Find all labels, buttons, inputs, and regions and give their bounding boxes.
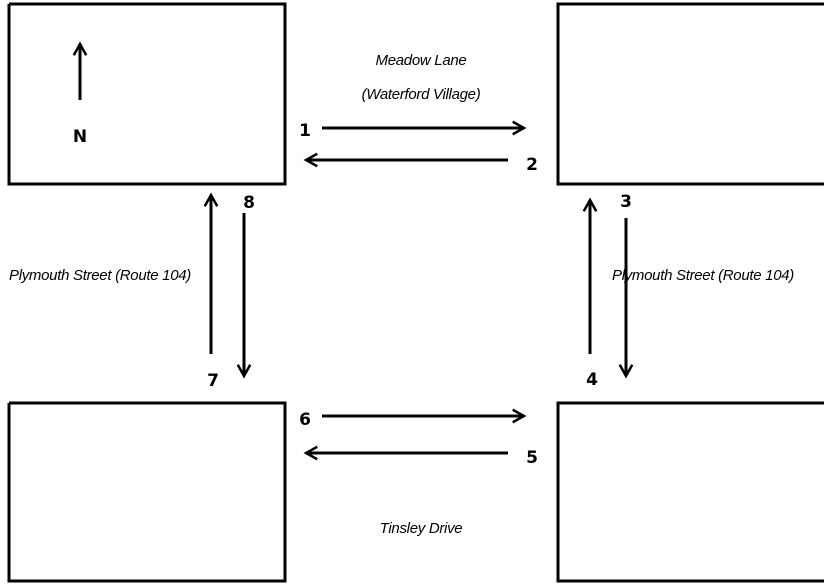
street-label-north-sub: (Waterford Village) — [362, 86, 481, 103]
street-label-west: Plymouth Street (Route 104) — [9, 267, 191, 284]
street-label-north: Meadow Lane — [376, 52, 467, 69]
block-northwest — [7, 2, 287, 186]
movement-2-label: 2 — [526, 155, 538, 175]
movement-7-label: 7 — [207, 371, 219, 391]
movement-arrows — [211, 128, 626, 453]
movement-3-label: 3 — [620, 192, 632, 212]
north-label: N — [73, 127, 87, 147]
movement-labels: 1 2 3 4 5 6 7 8 — [207, 121, 632, 468]
movement-4-label: 4 — [586, 370, 598, 390]
movement-1-label: 1 — [299, 121, 311, 141]
block-southwest — [7, 401, 287, 583]
movement-8-label: 8 — [243, 193, 255, 213]
movement-6-label: 6 — [299, 410, 311, 430]
city-blocks — [7, 2, 824, 583]
block-northeast — [556, 2, 824, 186]
street-label-east: Plymouth Street (Route 104) — [612, 267, 794, 284]
street-label-south: Tinsley Drive — [380, 520, 463, 537]
compass: N — [73, 44, 87, 147]
movement-5-label: 5 — [526, 448, 538, 468]
block-southeast — [556, 401, 824, 583]
